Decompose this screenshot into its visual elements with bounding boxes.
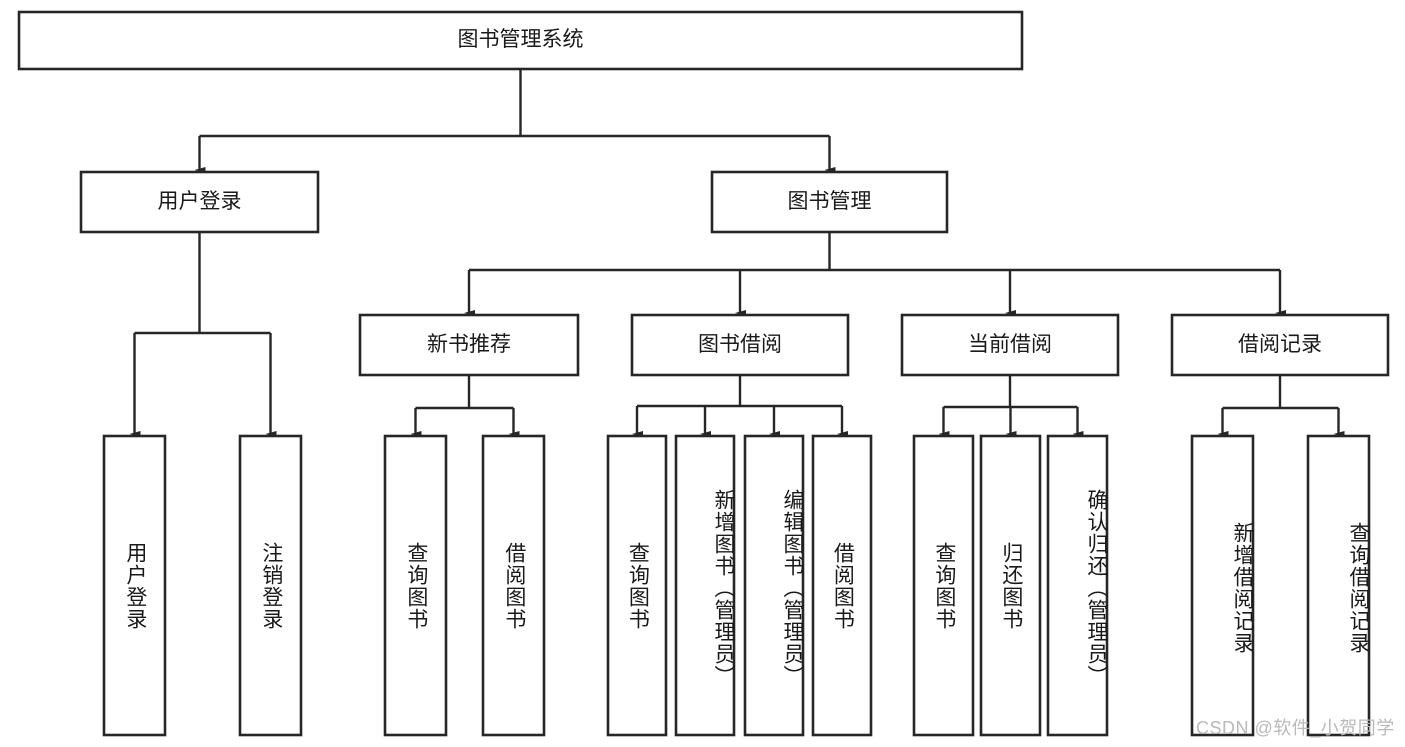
node-leaf-return-book-box[interactable] bbox=[979, 434, 1042, 737]
edge-lines bbox=[129, 69, 1345, 437]
node-leaf-logout-box[interactable] bbox=[238, 434, 303, 737]
node-leaf-edit-book-box[interactable] bbox=[743, 434, 805, 737]
node-leaf-query-record-box[interactable] bbox=[1306, 434, 1371, 737]
node-book-management-box[interactable] bbox=[710, 170, 949, 234]
node-leaf-query-book-1-box[interactable] bbox=[383, 434, 448, 737]
csdn-watermark: CSDN @软件_小贺同学 bbox=[1196, 718, 1395, 738]
node-new-book-recommend-box[interactable] bbox=[358, 313, 580, 377]
node-current-borrow-box[interactable] bbox=[900, 313, 1120, 377]
node-root-box[interactable] bbox=[17, 10, 1024, 71]
node-leaf-add-book-box[interactable] bbox=[674, 434, 736, 737]
node-book-borrow-box[interactable] bbox=[630, 313, 850, 377]
node-leaf-user-login-box[interactable] bbox=[102, 434, 167, 737]
node-boxes bbox=[17, 10, 1390, 737]
node-leaf-confirm-return-box[interactable] bbox=[1046, 434, 1109, 737]
node-leaf-borrow-book-2-box[interactable] bbox=[811, 434, 873, 737]
node-leaf-query-book-2-box[interactable] bbox=[606, 434, 668, 737]
node-leaf-query-book-3-box[interactable] bbox=[912, 434, 975, 737]
node-borrow-record-box[interactable] bbox=[1170, 313, 1390, 377]
node-user-login-box[interactable] bbox=[79, 170, 320, 234]
node-leaf-borrow-book-1-box[interactable] bbox=[481, 434, 546, 737]
node-leaf-add-record-box[interactable] bbox=[1190, 434, 1255, 737]
